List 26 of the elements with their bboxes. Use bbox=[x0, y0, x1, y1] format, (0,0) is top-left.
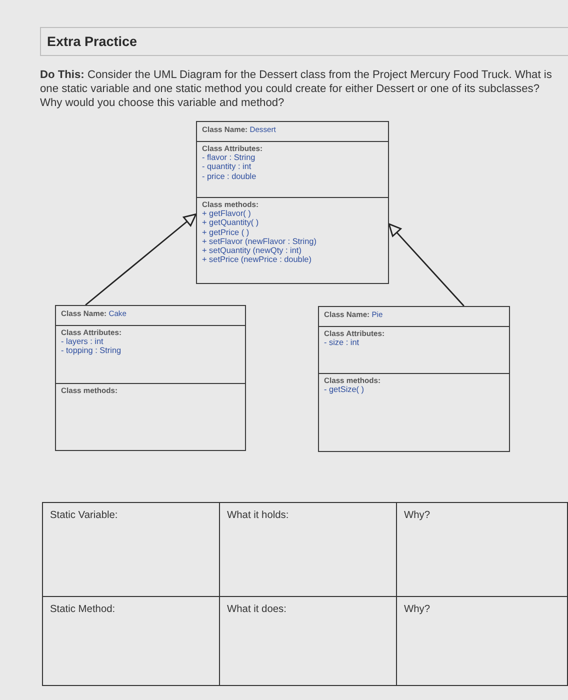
method-text: + getFlavor( ) bbox=[202, 209, 251, 218]
prompt-label: What it holds: bbox=[227, 510, 289, 521]
attribute-text: - layers : int bbox=[61, 337, 104, 346]
attribute-text: - flavor : String bbox=[202, 153, 256, 162]
method-text: + getQuantity( ) bbox=[202, 218, 259, 228]
prompt-label: Why? bbox=[404, 510, 430, 521]
attribute-text: - topping : String bbox=[61, 346, 122, 356]
prompt-label: What it does: bbox=[227, 604, 286, 615]
attribute-text: - size : int bbox=[324, 338, 360, 348]
instructions-text: Do This: Consider the UML Diagram for the Dessert class from the Project Mercury Food Truck. What is one static variable and one static method you could create for either Dessert or one of its subclasses? Why would you choose this variable and method? bbox=[40, 69, 553, 110]
attribute-text: - quantity : int bbox=[202, 162, 252, 172]
prompt-label: Static Variable: bbox=[50, 510, 118, 521]
prompt-label: Why? bbox=[404, 604, 430, 615]
method-text: + setFlavor (newFlavor : String) bbox=[202, 236, 316, 246]
method-text: + setQuantity (newQty : int) bbox=[202, 246, 302, 256]
method-text: + setPrice (newPrice : double) bbox=[202, 255, 312, 264]
arrow bbox=[85, 213, 197, 306]
method-text: + getPrice ( ) bbox=[202, 228, 250, 237]
class-box bbox=[318, 306, 510, 452]
arrow bbox=[388, 223, 464, 306]
page-title: Extra Practice bbox=[47, 34, 138, 49]
class-box bbox=[196, 121, 389, 284]
attribute-text: - price : double bbox=[202, 172, 256, 181]
method-text: - getSize( ) bbox=[324, 385, 364, 394]
prompt-label: Static Method: bbox=[50, 604, 116, 615]
class-box bbox=[55, 305, 246, 452]
